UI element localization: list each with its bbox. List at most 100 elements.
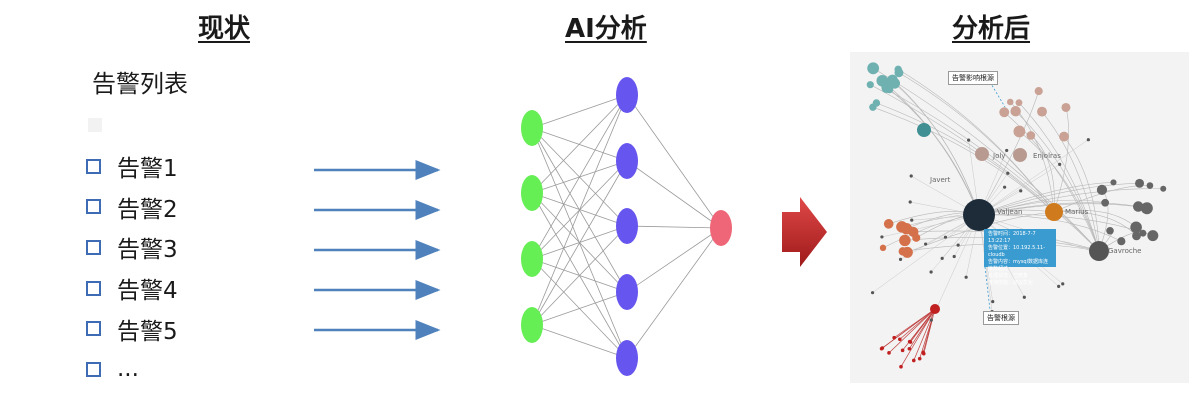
graph-node xyxy=(1010,105,1021,117)
graph-edge xyxy=(978,182,1114,216)
graph-node xyxy=(876,74,889,87)
graph-node xyxy=(911,358,916,363)
graph-node xyxy=(898,257,903,261)
graph-node xyxy=(1146,182,1154,189)
network-edge xyxy=(626,227,722,293)
tooltip-line: 告警内容：mysql数据库连接数超过 xyxy=(988,259,1048,272)
alert-item[interactable]: 告警1 xyxy=(86,146,178,187)
graph-edge xyxy=(978,183,1140,216)
input-node xyxy=(521,241,543,277)
alert-item[interactable]: 告警3 xyxy=(86,227,178,268)
graph-node xyxy=(929,270,933,274)
input-node xyxy=(521,175,543,211)
graph-node xyxy=(924,242,928,246)
relation-graph xyxy=(866,62,1167,369)
graph-edge xyxy=(931,214,980,321)
graph-node xyxy=(907,346,912,351)
hidden-node xyxy=(616,208,638,244)
alert-item[interactable]: 告警5 xyxy=(86,308,178,349)
graph-edge xyxy=(1041,111,1100,252)
node-label: Enjolras xyxy=(1033,152,1061,160)
graph-node xyxy=(899,364,903,369)
alert-list: 告警1 告警2 告警3 告警4 告警5 ... xyxy=(86,146,178,390)
graph-hub-node xyxy=(917,123,931,137)
graph-node xyxy=(870,291,875,295)
graph-node xyxy=(1003,185,1007,189)
alert-root-tag: 告警根源 xyxy=(983,311,1019,325)
graph-node xyxy=(1117,237,1126,246)
after-analysis-heading: 分析后 xyxy=(952,14,1031,44)
impact-root-tag: 告警影响根源 xyxy=(948,71,998,85)
graph-node xyxy=(1132,201,1144,212)
graph-hub-node xyxy=(930,304,940,314)
graph-node xyxy=(867,62,880,75)
graph-edge xyxy=(1053,209,1137,228)
alert-item[interactable]: ... xyxy=(86,349,178,390)
graph-edge xyxy=(1019,131,1100,252)
node-label: Gavroche xyxy=(1108,247,1142,255)
network-edge xyxy=(531,94,628,194)
graph-node xyxy=(929,318,933,322)
graph-hub-node xyxy=(1013,148,1027,162)
input-node xyxy=(521,110,543,146)
graph-node xyxy=(1037,106,1047,117)
graph-edge xyxy=(899,308,936,340)
graph-node xyxy=(1019,189,1023,193)
graph-node xyxy=(1015,99,1023,107)
graph-node xyxy=(999,107,1010,118)
graph-node xyxy=(1110,179,1117,186)
checkbox-icon[interactable] xyxy=(86,321,101,337)
tooltip-line: 告警位置：10.192.5.11-cloudb xyxy=(988,245,1046,258)
graph-edge xyxy=(898,72,1055,213)
graph-node xyxy=(921,350,925,355)
checkbox-icon[interactable] xyxy=(86,361,101,377)
graph-node xyxy=(892,335,896,340)
graph-node xyxy=(943,235,948,239)
graph-node xyxy=(1140,202,1153,215)
graph-node xyxy=(1101,198,1110,207)
node-label: Javert xyxy=(930,176,951,184)
graph-node xyxy=(1059,131,1069,142)
checkbox-icon[interactable] xyxy=(86,158,101,174)
network-edge xyxy=(626,227,722,359)
graph-node xyxy=(1106,226,1114,235)
graph-node xyxy=(956,243,960,247)
current-state-heading: 现状 xyxy=(198,14,251,44)
alert-item[interactable]: 告警4 xyxy=(86,268,178,309)
graph-node xyxy=(1034,87,1043,96)
alert-item[interactable]: 告警2 xyxy=(86,187,178,228)
graph-edge xyxy=(898,69,1055,213)
graph-node xyxy=(899,234,911,247)
relation-graph-panel xyxy=(850,52,1189,383)
hidden-node xyxy=(616,340,638,376)
graph-node xyxy=(909,174,913,178)
graph-node xyxy=(900,348,905,353)
graph-edge xyxy=(910,308,936,343)
checkbox-icon[interactable] xyxy=(86,280,101,296)
node-label: Valjean xyxy=(997,208,1023,216)
network-edge xyxy=(531,94,628,326)
network-edge xyxy=(531,324,628,359)
graph-node xyxy=(1026,131,1036,140)
alert-label: 告警3 xyxy=(117,237,178,264)
graph-node xyxy=(887,351,891,355)
graph-edge xyxy=(1053,211,1137,237)
tooltip-line: 查询性能：建议优化 xyxy=(988,280,1034,286)
graph-edge xyxy=(872,214,980,293)
graph-node xyxy=(1006,171,1010,175)
network-edge xyxy=(531,94,628,260)
graph-node xyxy=(1061,282,1065,286)
graph-node xyxy=(898,337,902,342)
network-nodes xyxy=(521,77,732,376)
graph-node xyxy=(881,85,890,93)
network-edge xyxy=(626,160,722,229)
graph-edge xyxy=(900,308,936,367)
checkbox-icon[interactable] xyxy=(86,239,101,255)
graph-edge xyxy=(892,79,980,216)
graph-node xyxy=(1006,98,1014,106)
checkbox-icon[interactable] xyxy=(86,199,101,215)
graph-node xyxy=(1139,229,1147,237)
graph-node xyxy=(910,218,914,222)
graph-node xyxy=(866,81,874,89)
